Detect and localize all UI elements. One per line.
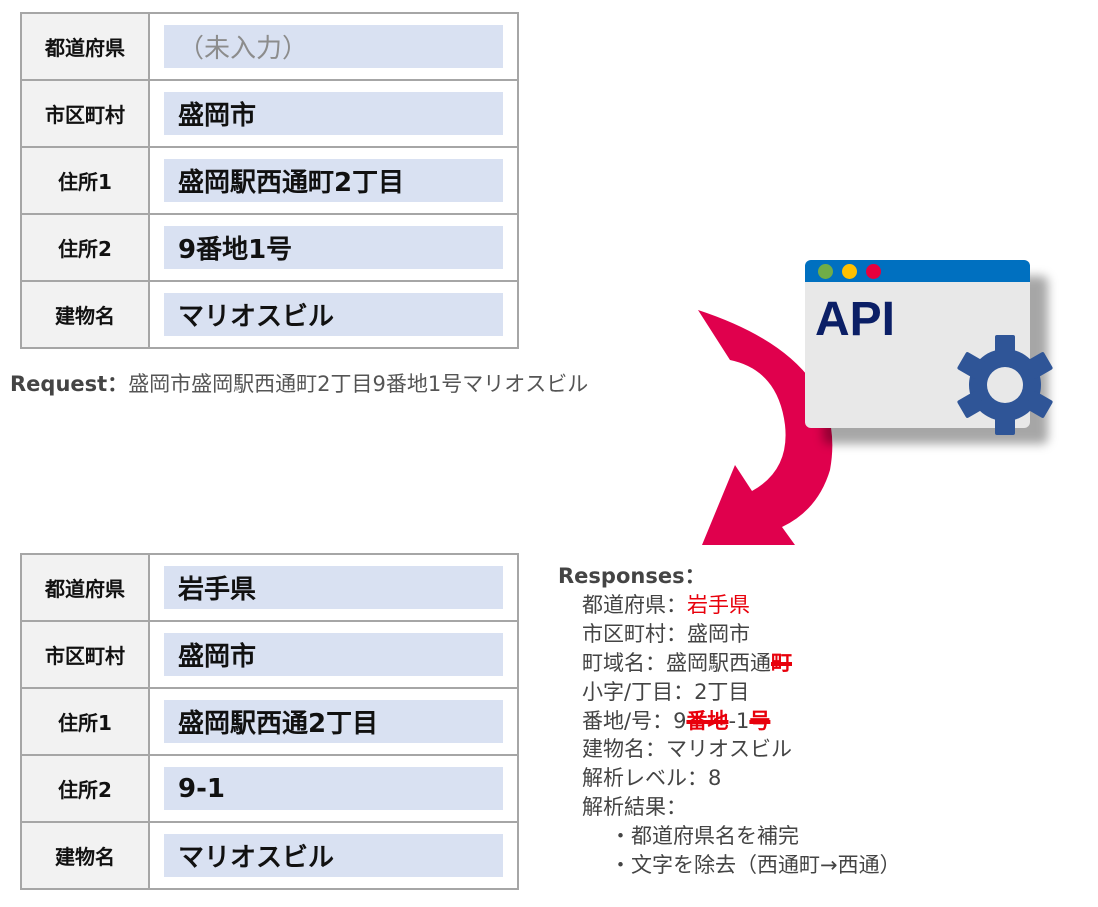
building-field[interactable]: マリオスビル <box>164 293 503 336</box>
response-level: 解析レベル：8 <box>582 766 722 791</box>
response-result-item: ・都道府県名を補完 <box>610 824 799 849</box>
field-label: 市区町村 <box>20 79 150 148</box>
api-window-titlebar <box>805 260 1030 282</box>
responses-panel: Responses： 都道府県：岩手県 市区町村：盛岡市 町域名：盛岡駅西通町 … <box>558 562 901 880</box>
removed-text: 番地 <box>686 708 729 733</box>
building-field[interactable]: マリオスビル <box>164 834 503 877</box>
address1-field[interactable]: 盛岡駅西通2丁目 <box>164 700 503 743</box>
response-banchi: 番地/号：9番地-1号 <box>582 708 771 733</box>
field-label: 住所1 <box>20 146 150 215</box>
table-row: 住所1 盛岡駅西通2丁目 <box>20 687 519 756</box>
field-label: 市区町村 <box>20 620 150 689</box>
response-chome: 小字/丁目：2丁目 <box>582 679 750 704</box>
api-window: API <box>805 260 1030 428</box>
address2-field[interactable]: 9-1 <box>164 767 503 810</box>
table-row: 都道府県 （未入力） <box>20 12 519 81</box>
city-field[interactable]: 盛岡市 <box>164 633 503 676</box>
removed-text: 号 <box>749 708 771 733</box>
response-town: 町域名：盛岡駅西通町 <box>582 650 792 675</box>
field-label: 都道府県 <box>20 12 150 81</box>
response-result-item: ・文字を除去（西通町→西通） <box>610 853 901 878</box>
city-field[interactable]: 盛岡市 <box>164 92 503 135</box>
prefecture-field[interactable]: （未入力） <box>164 25 503 68</box>
address2-field[interactable]: 9番地1号 <box>164 226 503 269</box>
yellow-dot-icon <box>842 264 857 279</box>
request-form-table: 都道府県 （未入力） 市区町村 盛岡市 住所1 盛岡駅西通町2丁目 住所2 9番… <box>20 12 519 349</box>
api-title: API <box>815 293 896 346</box>
prefecture-value: 岩手県 <box>687 592 750 617</box>
response-form-table: 都道府県 岩手県 市区町村 盛岡市 住所1 盛岡駅西通2丁目 住所2 9-1 建… <box>20 553 519 890</box>
table-row: 建物名 マリオスビル <box>20 280 519 349</box>
field-label: 住所2 <box>20 213 150 282</box>
field-label: 建物名 <box>20 821 150 890</box>
response-building: 建物名：マリオスビル <box>582 737 792 762</box>
address1-field[interactable]: 盛岡駅西通町2丁目 <box>164 159 503 202</box>
request-summary: Request：盛岡市盛岡駅西通町2丁目9番地1号マリオスビル <box>10 368 588 398</box>
response-city: 市区町村：盛岡市 <box>582 621 750 646</box>
table-row: 市区町村 盛岡市 <box>20 79 519 148</box>
response-prefecture: 都道府県：岩手県 <box>582 592 750 617</box>
curved-arrow-icon <box>698 310 833 545</box>
table-row: 建物名 マリオスビル <box>20 821 519 890</box>
prefecture-field[interactable]: 岩手県 <box>164 566 503 609</box>
red-dot-icon <box>866 264 881 279</box>
response-result-label: 解析結果： <box>582 795 687 820</box>
field-label: 住所2 <box>20 754 150 823</box>
table-row: 市区町村 盛岡市 <box>20 620 519 689</box>
table-row: 住所2 9番地1号 <box>20 213 519 282</box>
table-row: 住所1 盛岡駅西通町2丁目 <box>20 146 519 215</box>
table-row: 都道府県 岩手県 <box>20 553 519 622</box>
field-label: 都道府県 <box>20 553 150 622</box>
removed-text: 町 <box>771 650 792 675</box>
gear-icon <box>957 335 1053 435</box>
request-label: Request： <box>10 372 129 396</box>
responses-title: Responses： <box>558 564 706 588</box>
table-row: 住所2 9-1 <box>20 754 519 823</box>
field-label: 住所1 <box>20 687 150 756</box>
field-label: 建物名 <box>20 280 150 349</box>
request-text: 盛岡市盛岡駅西通町2丁目9番地1号マリオスビル <box>128 372 589 396</box>
green-dot-icon <box>818 264 833 279</box>
